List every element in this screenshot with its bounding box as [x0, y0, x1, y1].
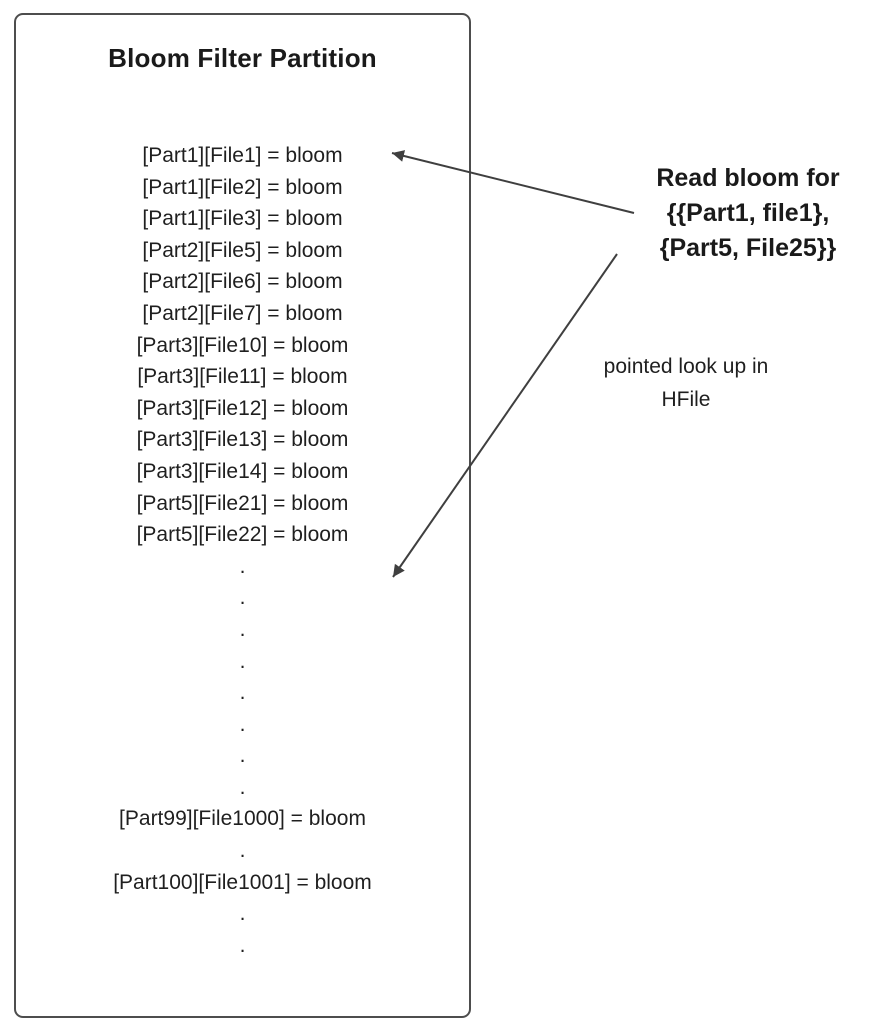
list-item: [Part2][File6] = bloom — [142, 270, 343, 294]
list-item: [Part1][File1] = bloom — [142, 144, 343, 167]
partition-box-title: Bloom Filter Partition — [108, 43, 377, 73]
list-item: [Part3][File14] = bloom — [136, 459, 349, 483]
list-item: . — [239, 681, 246, 705]
list-item: . — [239, 775, 246, 799]
list-item: [Part1][File3] = bloom — [142, 207, 343, 231]
read-bloom-line-3: {Part5, File25}} — [659, 234, 837, 262]
list-item: [Part3][File12] = bloom — [136, 396, 349, 420]
list-item: . — [239, 839, 246, 863]
list-item: [Part3][File10] = bloom — [136, 333, 349, 357]
list-item: . — [239, 586, 246, 610]
list-item: . — [239, 744, 246, 768]
list-item: . — [239, 649, 246, 673]
list-item: [Part1][File2] = bloom — [142, 175, 343, 199]
list-item: [Part3][File13] = bloom — [136, 428, 349, 452]
read-bloom-line-2: {{Part1, file1}, — [666, 199, 830, 227]
list-item: . — [239, 554, 246, 578]
pointed-lookup-line-2: HFile — [661, 388, 711, 411]
read-bloom-line-1: Read bloom for — [656, 164, 840, 192]
pointed-lookup-annotation: pointed look up in HFile — [546, 350, 826, 416]
list-item: [Part2][File5] = bloom — [142, 238, 343, 262]
list-item: [Part100][File1001] = bloom — [113, 870, 372, 894]
list-item: . — [239, 933, 246, 957]
list-item: . — [239, 617, 246, 641]
list-item: [Part2][File7] = bloom — [142, 301, 343, 325]
pointed-lookup-line-1: pointed look up in — [603, 355, 769, 378]
list-item: [Part5][File21] = bloom — [136, 491, 349, 515]
bloom-entry-list: [Part1][File1] = bloom [Part1][File2] = … — [16, 140, 469, 961]
list-item: [Part5][File22] = bloom — [136, 523, 349, 547]
read-bloom-annotation: Read bloom for {{Part1, file1}, {Part5, … — [612, 161, 884, 266]
list-item: [Part3][File11] = bloom — [137, 365, 348, 389]
list-item: . — [239, 902, 246, 926]
list-item: [Part99][File1000] = bloom — [119, 807, 366, 831]
list-item: . — [239, 712, 246, 736]
bloom-filter-partition-box: Bloom Filter Partition [Part1][File1] = … — [14, 13, 471, 1018]
